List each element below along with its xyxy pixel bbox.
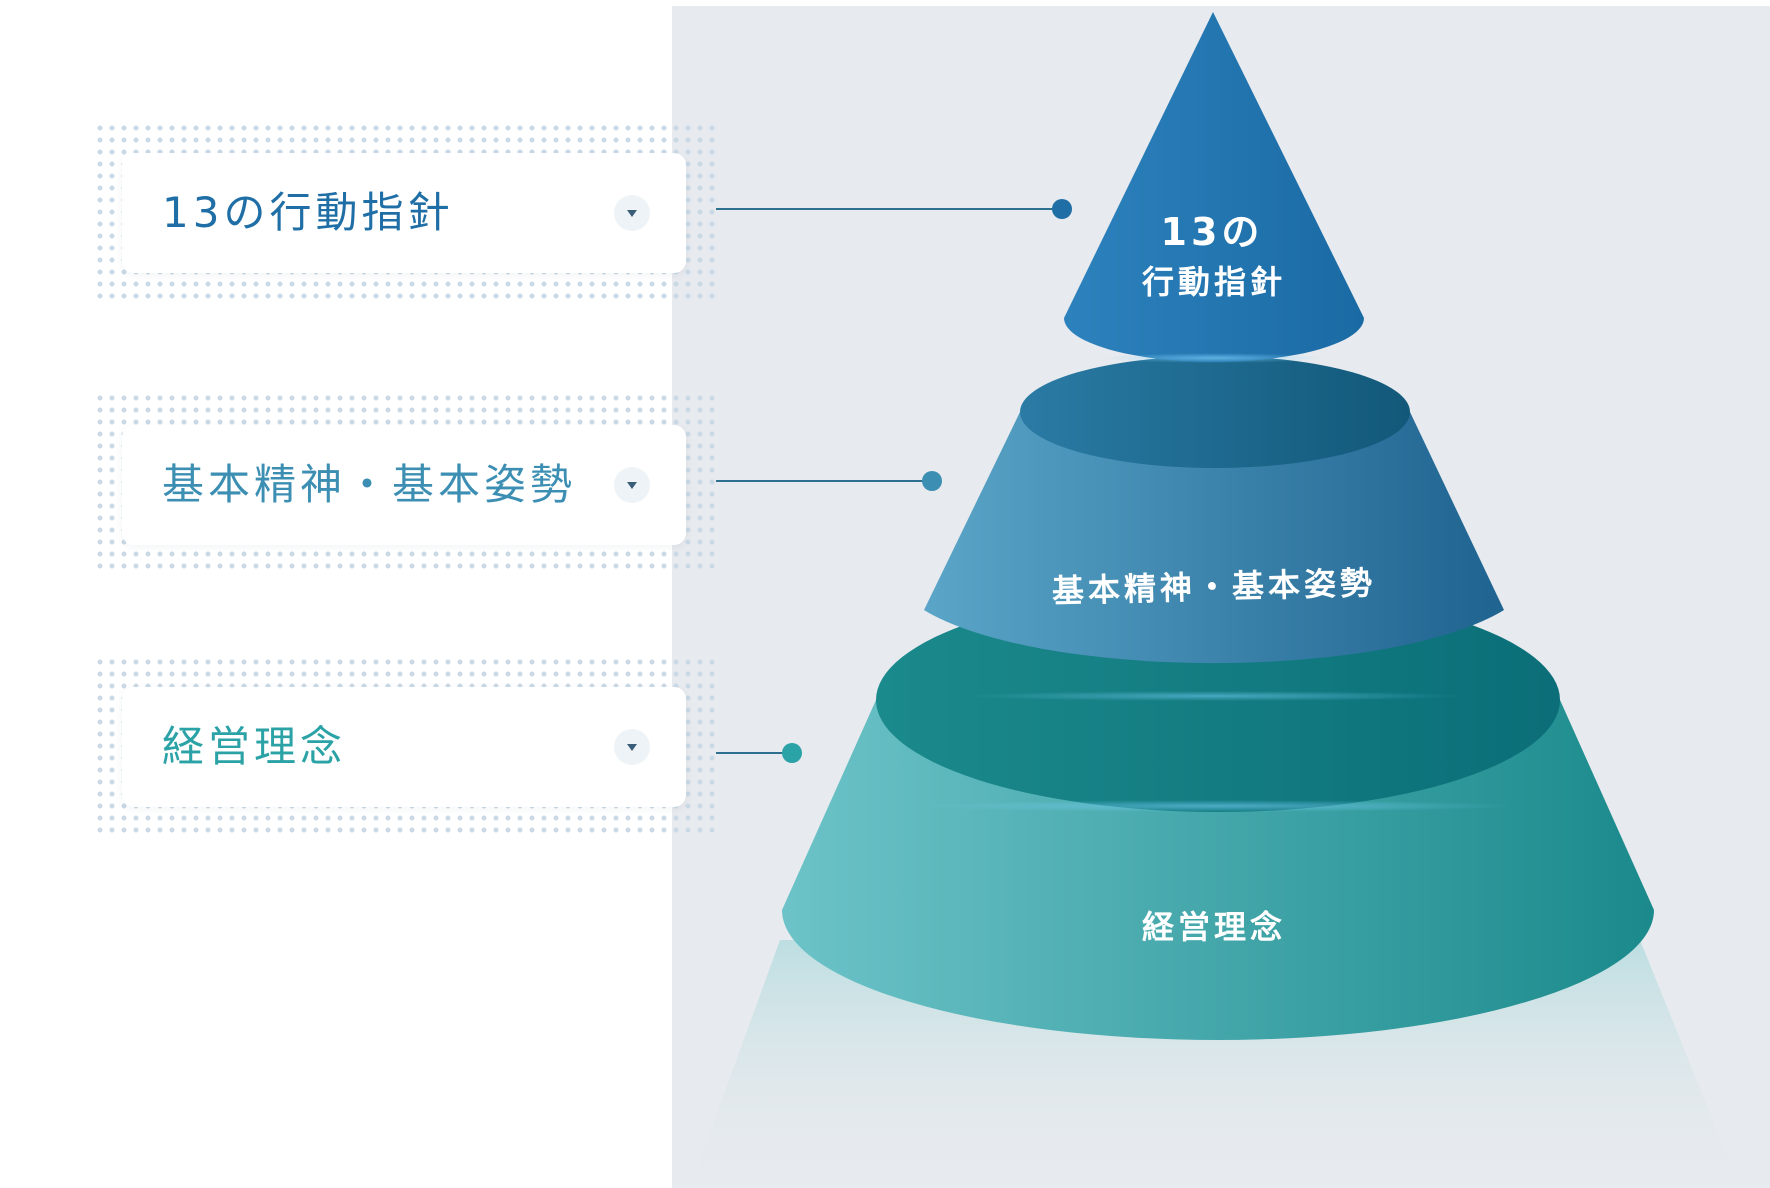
pyramid-label-action-line2: 行動指針: [1142, 263, 1286, 301]
pyramid-label-philosophy: 経営理念: [1142, 908, 1286, 946]
chevron-down-icon[interactable]: [614, 467, 650, 503]
pyramid-tier-spirit: [924, 356, 1504, 701]
tier-card-label: 経営理念: [162, 722, 347, 771]
chevron-down-icon[interactable]: [614, 195, 650, 231]
tier-card-philosophy[interactable]: 経営理念: [122, 687, 686, 807]
pyramid-label-action-line1: 13の: [1161, 210, 1264, 254]
pyramid-label-spirit: 基本精神・基本姿勢: [1052, 564, 1377, 610]
tier-card-spirit[interactable]: 基本精神・基本姿勢: [122, 425, 686, 545]
connector-dot: [782, 743, 802, 763]
connector-line: [716, 752, 796, 754]
pyramid-tier-action: [1064, 12, 1364, 363]
tier-card-label: 基本精神・基本姿勢: [162, 460, 577, 509]
connector-line: [716, 208, 1066, 210]
connector-dot: [1052, 199, 1072, 219]
tier-card-label: 13の行動指針: [162, 188, 454, 237]
chevron-down-icon[interactable]: [614, 729, 650, 765]
connector-line: [716, 480, 932, 482]
tier-card-action[interactable]: 13の行動指針: [122, 153, 686, 273]
connector-dot: [922, 471, 942, 491]
